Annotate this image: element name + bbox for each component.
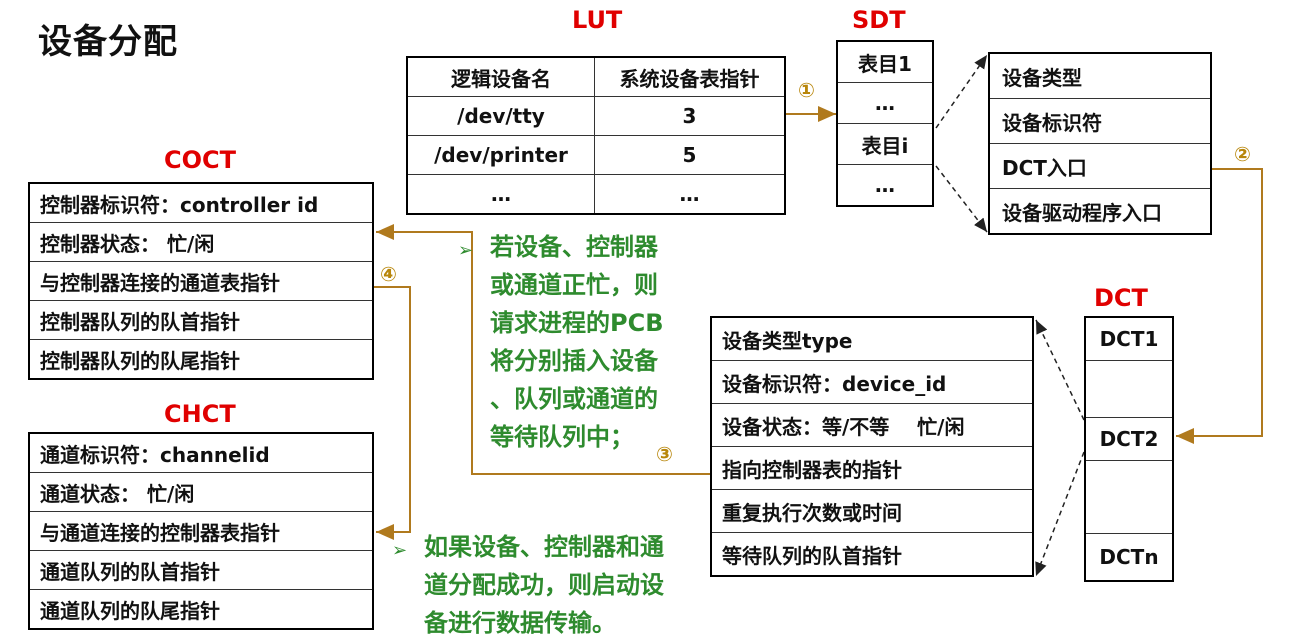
dct-detail-cell: 设备类型type bbox=[710, 316, 1034, 361]
coct-cell: 与控制器连接的通道表指针 bbox=[28, 261, 374, 301]
note-line: 将分别插入设备 bbox=[490, 347, 658, 375]
note-line: 如果设备、控制器和通 bbox=[424, 533, 664, 561]
sdt-cell: … bbox=[836, 164, 934, 207]
note-bullet-icon: ➢ bbox=[392, 540, 408, 561]
dct-detail-cell: 指向控制器表的指针 bbox=[710, 446, 1034, 490]
note-line: 备进行数据传输。 bbox=[424, 609, 616, 637]
dct-cell: DCT2 bbox=[1084, 417, 1174, 461]
lut-table: 逻辑设备名 系统设备表指针 /dev/tty 3 /dev/printer 5 … bbox=[406, 56, 786, 215]
dct-detail-table: 设备类型type 设备标识符：device_id 设备状态：等/不等 忙/闲 指… bbox=[710, 316, 1034, 577]
note-line: 请求进程的PCB bbox=[490, 309, 664, 337]
dct-table: DCT1 DCT2 DCTn bbox=[1084, 316, 1174, 582]
marker-2: ② bbox=[1234, 142, 1251, 166]
sdt-cell: … bbox=[836, 82, 934, 124]
dct-cell: DCTn bbox=[1084, 533, 1174, 582]
lut-cell: … bbox=[406, 174, 595, 215]
coct-table: 控制器标识符：controller id 控制器状态： 忙/闲 与控制器连接的通… bbox=[28, 182, 374, 380]
marker-1: ① bbox=[798, 78, 815, 102]
note-line: 等待队列中； bbox=[490, 423, 634, 451]
note-success: 如果设备、控制器和通 道分配成功，则启动设 备进行数据传输。 bbox=[424, 528, 664, 642]
chct-cell: 通道标识符：channelid bbox=[28, 432, 374, 473]
chct-cell: 通道状态： 忙/闲 bbox=[28, 472, 374, 512]
marker-3: ③ bbox=[656, 442, 673, 466]
sdt-entry-table: 设备类型 设备标识符 DCT入口 设备驱动程序入口 bbox=[988, 52, 1212, 235]
lut-row: … … bbox=[406, 174, 786, 215]
chct-cell: 与通道连接的控制器表指针 bbox=[28, 511, 374, 551]
arrow-dct-entry-to-dct2 bbox=[1176, 168, 1263, 444]
coct-cell: 控制器状态： 忙/闲 bbox=[28, 222, 374, 262]
chct-cell: 通道队列的队尾指针 bbox=[28, 589, 374, 630]
note-bullet-icon: ➢ bbox=[458, 240, 474, 261]
note-line: 道分配成功，则启动设 bbox=[424, 571, 664, 599]
dashed-dct2-top bbox=[1035, 319, 1085, 421]
coct-cell: 控制器标识符：controller id bbox=[28, 182, 374, 223]
coct-cell: 控制器队列的队尾指针 bbox=[28, 339, 374, 380]
arrow-coct-to-chct bbox=[374, 286, 411, 540]
sdt-table: 表目1 … 表目i … bbox=[836, 40, 934, 207]
sdt-entry-cell: 设备标识符 bbox=[988, 98, 1212, 144]
sdt-entry-cell: 设备类型 bbox=[988, 52, 1212, 99]
marker-4: ④ bbox=[380, 262, 397, 286]
chct-label: CHCT bbox=[164, 400, 236, 428]
dct-detail-cell: 重复执行次数或时间 bbox=[710, 489, 1034, 533]
lut-cell: … bbox=[594, 174, 786, 215]
note-busy: 若设备、控制器 或通道正忙，则 请求进程的PCB 将分别插入设备 、队列或通道的… bbox=[490, 228, 664, 456]
lut-header-cell: 系统设备表指针 bbox=[594, 56, 786, 97]
sdt-cell: 表目i bbox=[836, 123, 934, 165]
sdt-entry-cell: DCT入口 bbox=[988, 143, 1212, 189]
dct-label: DCT bbox=[1094, 284, 1148, 312]
sdt-entry-cell: 设备驱动程序入口 bbox=[988, 188, 1212, 235]
chct-cell: 通道队列的队首指针 bbox=[28, 550, 374, 590]
lut-cell: /dev/tty bbox=[406, 96, 595, 136]
lut-row: /dev/tty 3 bbox=[406, 96, 786, 136]
coct-label: COCT bbox=[164, 146, 236, 174]
dashed-dct2-bottom bbox=[1035, 451, 1085, 577]
lut-label: LUT bbox=[572, 6, 623, 34]
dashed-sdt-bottom bbox=[935, 165, 988, 233]
dct-cell bbox=[1084, 460, 1174, 534]
lut-cell: 5 bbox=[594, 135, 786, 175]
sdt-cell: 表目1 bbox=[836, 40, 934, 83]
lut-cell: /dev/printer bbox=[406, 135, 595, 175]
lut-header-row: 逻辑设备名 系统设备表指针 bbox=[406, 56, 786, 97]
lut-header-cell: 逻辑设备名 bbox=[406, 56, 595, 97]
dct-detail-cell: 设备标识符：device_id bbox=[710, 360, 1034, 404]
chct-table: 通道标识符：channelid 通道状态： 忙/闲 与通道连接的控制器表指针 通… bbox=[28, 432, 374, 630]
page-title: 设备分配 bbox=[38, 22, 178, 62]
dct-detail-cell: 设备状态：等/不等 忙/闲 bbox=[710, 403, 1034, 447]
arrow-dct-to-coct bbox=[376, 224, 710, 475]
coct-cell: 控制器队列的队首指针 bbox=[28, 300, 374, 340]
dct-detail-cell: 等待队列的队首指针 bbox=[710, 532, 1034, 577]
dashed-sdt-top bbox=[935, 54, 988, 129]
dct-cell bbox=[1084, 360, 1174, 418]
note-line: 、队列或通道的 bbox=[490, 385, 658, 413]
note-line: 或通道正忙，则 bbox=[490, 271, 658, 299]
note-line: 若设备、控制器 bbox=[490, 233, 658, 261]
sdt-label: SDT bbox=[852, 6, 906, 34]
lut-row: /dev/printer 5 bbox=[406, 135, 786, 175]
dct-cell: DCT1 bbox=[1084, 316, 1174, 361]
lut-cell: 3 bbox=[594, 96, 786, 136]
